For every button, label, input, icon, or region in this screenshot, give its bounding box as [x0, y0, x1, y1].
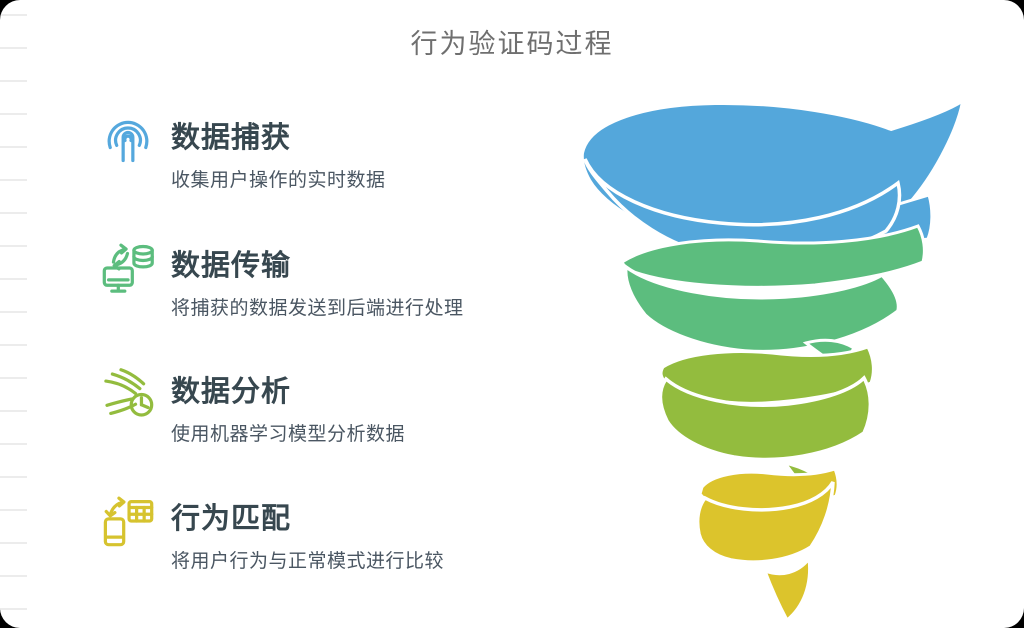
step-data-transfer: 数据传输 将捕获的数据发送到后端进行处理	[100, 240, 464, 322]
step-text-block: 数据捕获 收集用户操作的实时数据	[171, 112, 386, 194]
step-data-capture: 数据捕获 收集用户操作的实时数据	[100, 112, 386, 194]
touch-capture-icon	[107, 120, 149, 163]
step-description: 将捕获的数据发送到后端进行处理	[171, 297, 464, 319]
step-description: 使用机器学习模型分析数据	[171, 423, 406, 445]
funnel-layer3-band	[658, 375, 873, 462]
step-text-block: 数据传输 将捕获的数据发送到后端进行处理	[171, 240, 464, 322]
funnel-layer2-rim-wing	[619, 224, 926, 289]
step-title: 数据分析	[171, 376, 292, 408]
phone-table-match-icon	[103, 496, 154, 547]
monitor-database-transfer-icon	[102, 243, 154, 293]
step-text-block: 数据分析 使用机器学习模型分析数据	[171, 366, 405, 448]
stream-piechart-analysis-icon	[104, 368, 154, 417]
step-description: 将用户行为与正常模式进行比较	[171, 550, 445, 572]
page-title: 行为验证码过程	[410, 29, 614, 59]
spiral-funnel-diagram	[581, 99, 964, 623]
funnel-layer4-band	[695, 481, 835, 564]
step-description: 收集用户操作的实时数据	[171, 169, 386, 191]
funnel-layer2-band	[623, 263, 901, 354]
step-behavior-match: 行为匹配 将用户行为与正常模式进行比较	[100, 493, 444, 575]
funnel-layer4-tip	[762, 555, 812, 623]
step-data-analysis: 数据分析 使用机器学习模型分析数据	[100, 366, 405, 448]
step-title: 数据捕获	[171, 122, 292, 154]
step-title: 行为匹配	[171, 503, 292, 535]
funnel-layer1-band	[583, 158, 902, 261]
step-title: 数据传输	[171, 250, 292, 282]
step-text-block: 行为匹配 将用户行为与正常模式进行比较	[171, 493, 444, 575]
notebook-lines-decoration	[0, 0, 27, 628]
